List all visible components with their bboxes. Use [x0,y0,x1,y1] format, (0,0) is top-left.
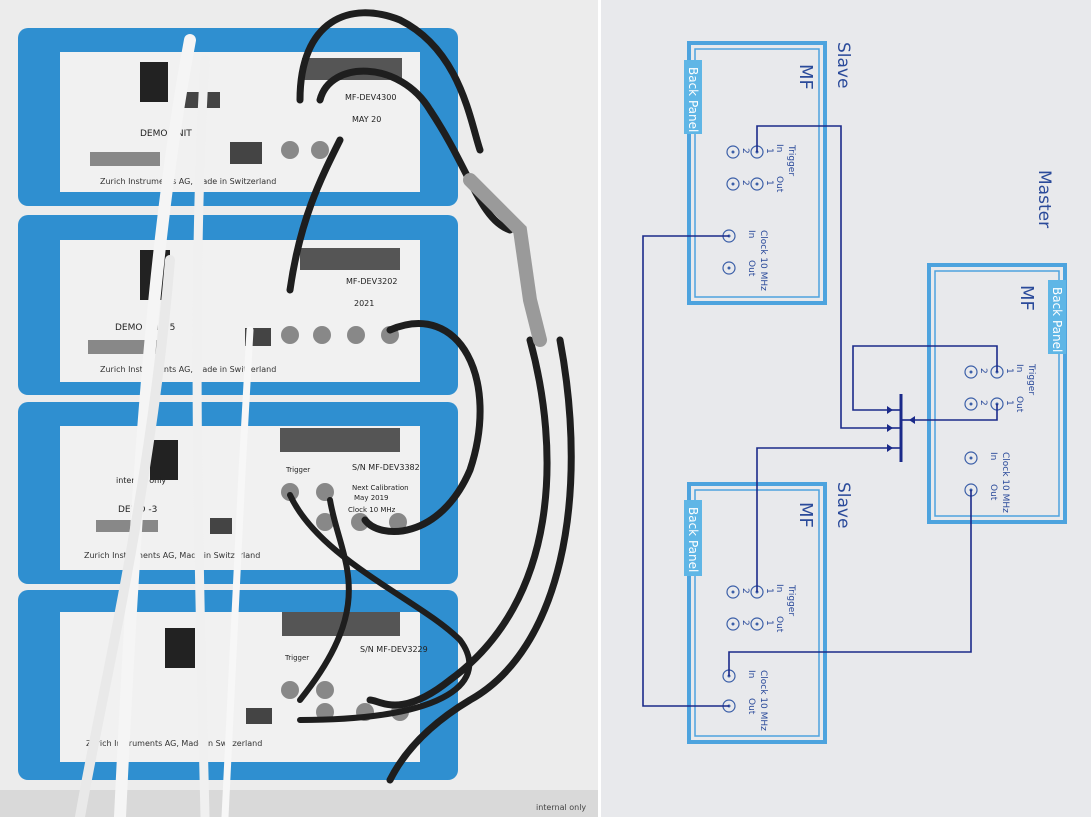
master-trigger-out-label: Out [1014,396,1024,413]
slave-top-instrument: Back Panel MF Slave Trigger In Out 1 1 2… [684,41,853,305]
slave-bottom-trigger-group: Trigger In Out 1 1 2 2 [726,584,796,633]
unit3-made-in: Zurich Instruments AG, Made in Switzerla… [84,551,260,560]
slave-bottom-trigger-num-2a: 2 [740,588,750,594]
unit4-serial: S/N MF-DEV3229 [360,645,428,654]
slave-bottom-trigger-out-label: Out [774,616,784,633]
slave-bottom-back-panel-label: Back Panel [686,507,700,572]
unit2-serial: MF-DEV3202 [346,277,397,286]
slave-top-trigger-num-2b: 2 [740,180,750,186]
instrument-unit-2: DEMO UNIT 5 MF-DEV3202 2021 Zurich Instr… [18,215,458,395]
wire-clock-chain-1 [642,235,729,707]
wire-master-trigger-in [852,345,998,411]
master-trigger-num-2b: 2 [978,400,988,406]
instrument-stack-photo: DEMO UNIT MF-DEV4300 MAY 20 Zurich Instr… [0,0,598,817]
wire-clock-chain-2 [728,490,972,676]
slave-bottom-trigger-out-1 [750,617,764,631]
unit1-calibration-date: MAY 20 [352,115,381,124]
unit3-serial: S/N MF-DEV3382 [352,463,420,472]
slave-bottom-trigger-out-2 [726,617,740,631]
slave-top-trigger-out-1 [750,177,764,191]
master-model: MF [1016,285,1037,311]
wire-master-trigger-out [911,404,998,421]
unit2-made-in: Zurich Instruments AG, Made in Switzerla… [100,365,276,374]
slave-top-back-panel-label: Back Panel [686,67,700,132]
slave-bottom-back-panel-tag [684,500,702,576]
slave-top-trigger-num-1b: 1 [764,180,774,186]
connection-wires [642,125,998,707]
slave-bottom-model: MF [795,502,816,528]
slave-top-trigger-out-2 [726,177,740,191]
master-trigger-num-1a: 1 [1004,368,1014,374]
master-clock-label: Clock 10 MHz [1000,452,1010,513]
unit3-calibration-label: Next Calibration [352,484,409,492]
master-trigger-num-1b: 1 [1004,400,1014,406]
master-instrument: Back Panel MF Master Trigger In Out 1 1 … [927,170,1067,524]
unit3-trigger-label: Trigger [285,466,310,474]
master-trigger-in-2 [964,365,978,379]
slave-top-trigger-group: Trigger In Out 1 1 2 2 [726,144,796,193]
wiring-diagram: .box { fill: none; stroke: #4da3de; stro… [601,0,1091,817]
slave-bottom-role: Slave [833,482,853,528]
unit2-name: DEMO UNIT 5 [115,323,175,333]
master-back-panel-tag [1048,280,1066,354]
master-role: Master [1034,170,1054,228]
slave-bottom-trigger-num-1b: 1 [764,620,774,626]
master-clock-in-label: In [988,452,998,460]
slave-bottom-clock-out-label: Out [746,698,756,715]
unit1-made-in: Zurich Instruments AG, Made in Switzerla… [100,177,276,186]
slave-top-trigger-out-label: Out [774,176,784,193]
slave-top-role: Slave [833,42,853,88]
slave-top-trigger-num-2a: 2 [740,148,750,154]
wire-slave-bottom-trigger [756,447,891,592]
master-trigger-group: Trigger In Out 1 1 2 2 [964,363,1036,413]
slave-bottom-clock-group: Clock 10 MHz In Out [722,669,768,731]
unit3-clock-label: Clock 10 MHz [348,506,396,514]
slave-bottom-trigger-in-label: In [774,584,784,592]
slave-top-trigger-num-1a: 1 [764,148,774,154]
slave-top-trigger-in-label: In [774,144,784,152]
shelf-internal-label: internal only [536,803,586,812]
master-trigger-label: Trigger [1026,363,1036,395]
slave-top-clock-out [722,261,736,275]
slave-bottom-trigger-in-2 [726,585,740,599]
slave-top-clock-out-label: Out [746,260,756,277]
master-clock-out-label: Out [988,484,998,501]
master-trigger-num-2a: 2 [978,368,988,374]
slave-top-trigger-label: Trigger [786,144,796,176]
slave-bottom-clock-label: Clock 10 MHz [758,670,768,731]
instrument-unit-1: DEMO UNIT MF-DEV4300 MAY 20 Zurich Instr… [18,28,458,206]
slave-top-clock-group: Clock 10 MHz In Out [722,229,768,291]
slave-bottom-instrument: Back Panel MF Slave Trigger In Out 1 1 2… [684,482,853,744]
master-trigger-in-label: In [1014,364,1024,372]
slave-top-clock-in-label: In [746,230,756,238]
unit1-serial: MF-DEV4300 [345,93,396,102]
master-trigger-out-2 [964,397,978,411]
slave-top-clock-label: Clock 10 MHz [758,230,768,291]
unit1-name: DEMO UNIT [140,129,192,139]
slave-top-model: MF [795,64,816,90]
slave-bottom-clock-in-label: In [746,670,756,678]
t-splitter [887,394,915,462]
unit4-made-in: Zurich Instruments AG, Made in Switzerla… [86,739,262,748]
slave-top-trigger-in-2 [726,145,740,159]
unit3-calibration-date: May 2019 [354,494,389,502]
master-back-panel-label: Back Panel [1050,287,1064,352]
master-clock-in [964,451,978,465]
slave-bottom-trigger-num-1a: 1 [764,588,774,594]
slave-bottom-trigger-num-2b: 2 [740,620,750,626]
slave-bottom-trigger-label: Trigger [786,584,796,616]
unit4-trigger-label: Trigger [284,654,309,662]
cables [75,9,575,817]
slave-top-back-panel-tag [684,60,702,134]
unit2-calibration-date: 2021 [354,299,374,308]
wire-slave-top-trigger [756,125,891,429]
